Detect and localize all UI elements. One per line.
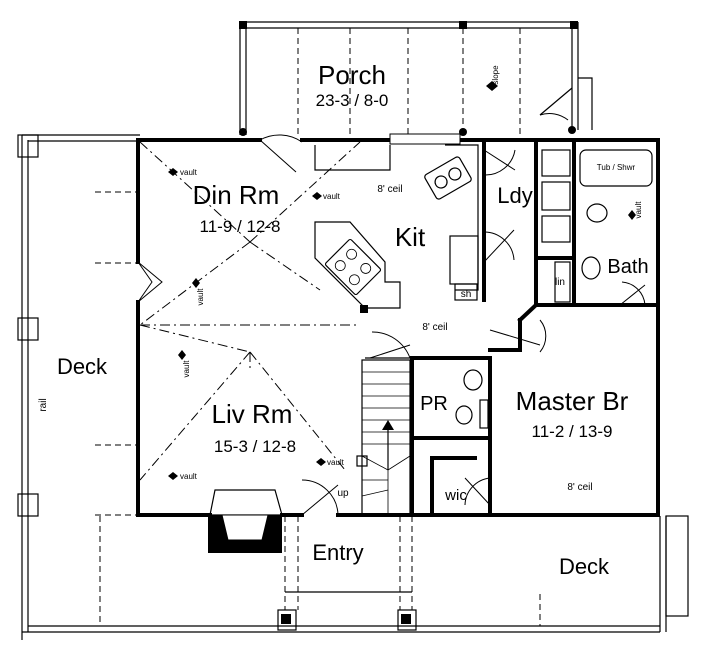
interior-walls (208, 138, 660, 553)
din-rm-label: Din Rm (193, 180, 280, 210)
kit-label: Kit (395, 222, 426, 252)
dining-porch-door (259, 134, 303, 173)
porch-dims: 23-3 / 8-0 (316, 91, 389, 110)
stair-arrow-icon (382, 420, 394, 430)
kit-ceil-note: 8' ceil (377, 184, 402, 195)
deck-right-label: Deck (559, 554, 610, 579)
vault-arrow-icon (168, 168, 178, 176)
hall-ceil-note: 8' ceil (422, 322, 447, 333)
sh-label: sh (461, 289, 472, 300)
vault-lines (139, 141, 361, 481)
vault-arrow-icon (192, 278, 200, 288)
vault-arrow-icon (316, 458, 326, 466)
deck-left-label: Deck (57, 354, 108, 379)
svg-text:vault: vault (182, 360, 191, 378)
vault-note-liv-side: vault (178, 350, 191, 377)
slope-arrow-icon (486, 81, 498, 91)
lin-label: lin (555, 277, 565, 288)
master-br-dims: 11-2 / 13-9 (532, 422, 613, 441)
master-ceil-note: 8' ceil (567, 482, 592, 493)
vault-arrow-icon (312, 192, 322, 200)
svg-text:vault: vault (196, 288, 205, 306)
vault-arrow-icon (178, 350, 186, 360)
entry-label: Entry (312, 540, 363, 565)
ldy-label: Ldy (497, 183, 532, 208)
deck-left (17, 134, 140, 640)
liv-rm-dims: 15-3 / 12-8 (214, 437, 296, 456)
svg-text:vault: vault (180, 168, 198, 177)
rail-note: rail (38, 398, 49, 411)
slope-note: slope (491, 65, 500, 85)
master-br-label: Master Br (516, 386, 629, 416)
stair-up-note: up (337, 488, 349, 499)
vault-arrow-icon (168, 472, 178, 480)
vault-note-din-center: vault (312, 192, 341, 201)
porch (239, 21, 593, 138)
liv-rm-label: Liv Rm (212, 399, 293, 429)
wic-label: wic (444, 487, 467, 504)
svg-text:vault: vault (327, 458, 345, 467)
svg-text:vault: vault (180, 472, 198, 481)
vault-note-din-left: vault (168, 168, 198, 177)
svg-text:vault: vault (323, 192, 341, 201)
vault-note-bath: vault (628, 201, 643, 220)
porch-label: Porch (318, 60, 386, 90)
vault-arrow-icon (628, 210, 636, 220)
vault-note-liv-left: vault (168, 472, 198, 481)
bath-label: Bath (607, 256, 648, 278)
pr-label: PR (420, 393, 448, 415)
vault-note-liv-center: vault (316, 458, 345, 467)
dining-deck-door (137, 261, 163, 303)
entry-door (301, 479, 339, 516)
exterior-walls (136, 133, 660, 517)
din-rm-dims: 11-9 / 12-8 (200, 217, 281, 236)
tub-label: Tub / Shwr (597, 163, 636, 172)
vault-note-din-side: vault (192, 278, 205, 305)
svg-text:vault: vault (634, 201, 643, 219)
deck-bottom (22, 515, 689, 633)
